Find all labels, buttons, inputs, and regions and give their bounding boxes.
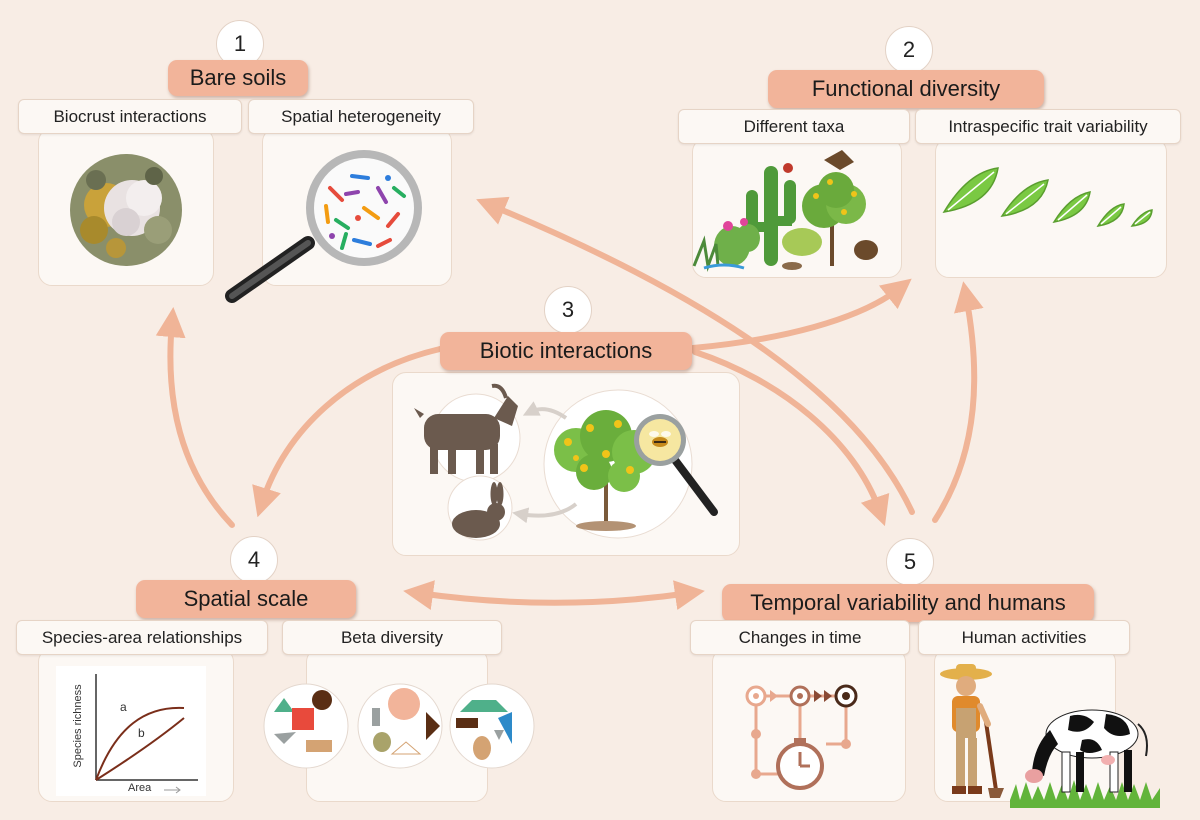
cactus-desert-icon [692,150,878,272]
arrow-5-to-2 [932,281,984,523]
cow-icon [1010,709,1160,808]
y-axis-label: Species richness [72,684,84,768]
subtopic-biocrust-interactions: Biocrust interactions [18,99,242,134]
timeline-icon [745,684,858,790]
node-4-title: Spatial scale [136,580,356,618]
arrow-3-to-5 [692,349,890,527]
node-1-title: Bare soils [168,60,308,96]
biocrust-photo [70,154,182,266]
arrow-5-to-1 [476,196,915,515]
subtopic-species-area-relationships: Species-area relationships [16,620,268,655]
arrow-3-to-2 [690,278,912,351]
curve-a [95,706,185,781]
x-axis-label: Area [128,782,152,794]
node-4-number: 4 [230,536,278,584]
subtopic-different-taxa: Different taxa [678,109,910,144]
subtopic-spatial-heterogeneity: Spatial heterogeneity [248,99,474,134]
arrow-3-to-4 [252,346,443,518]
farmer-icon [940,664,1004,798]
biotic-illustration [414,383,718,541]
arrow-4-5-bidirectional [403,580,705,610]
goat-icon [414,383,518,474]
node-2-title: Functional diversity [768,70,1044,108]
subtopic-changes-in-time: Changes in time [690,620,910,655]
curve-a-label: a [120,700,127,714]
beta-diversity-icon [263,683,535,769]
node-5-number: 5 [886,538,934,586]
curve-b [95,717,185,781]
node-3-title: Biotic interactions [440,332,692,370]
species-area-chart: a b Area Species richness [56,666,206,796]
curve-b-label: b [138,726,145,740]
node-2-number: 2 [885,26,933,74]
species-area-curves [95,674,198,794]
trait-variability-panel [935,138,1167,278]
leaf-icon [942,167,1153,228]
arrow-4-to-1 [155,307,235,528]
node-5-title: Temporal variability and humans [722,584,1094,622]
subtopic-intraspecific-trait-variability: Intraspecific trait variability [915,109,1181,144]
clock-icon [776,738,824,790]
node-3-number: 3 [544,286,592,334]
subtopic-human-activities: Human activities [918,620,1130,655]
shrub-icon [554,410,656,531]
rabbit-icon [452,482,505,538]
bee-icon [634,414,718,516]
magnifier-icon [225,150,422,303]
subtopic-beta-diversity: Beta diversity [282,620,502,655]
